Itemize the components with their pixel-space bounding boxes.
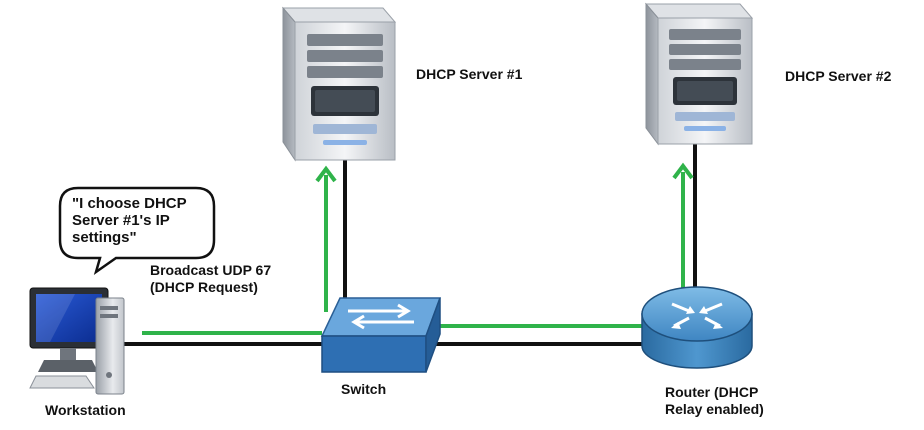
speech-bubble-line-1: "I choose DHCP xyxy=(72,195,187,212)
label-dhcp-server-1: DHCP Server #1 xyxy=(416,66,523,82)
router-icon xyxy=(641,286,753,369)
speech-bubble xyxy=(58,186,216,276)
speech-bubble-line-2: Server #1's IP xyxy=(72,212,170,229)
label-router-line-1: Router (DHCP xyxy=(665,384,759,400)
workstation-icon xyxy=(29,287,125,395)
dhcp-request-flow xyxy=(142,162,694,335)
arrowhead-server2 xyxy=(672,162,694,180)
label-router: Router (DHCP Relay enabled) xyxy=(665,384,764,418)
switch-icon xyxy=(320,297,442,373)
label-broadcast: Broadcast UDP 67 (DHCP Request) xyxy=(150,262,271,296)
speech-bubble-line-3: settings" xyxy=(72,229,137,246)
label-router-line-2: Relay enabled) xyxy=(665,401,764,417)
label-workstation: Workstation xyxy=(45,402,126,418)
speech-bubble-text: "I choose DHCP Server #1's IP settings" xyxy=(72,195,187,246)
label-switch: Switch xyxy=(341,381,387,397)
label-broadcast-line-1: Broadcast UDP 67 xyxy=(150,262,272,278)
dhcp-server-1-icon xyxy=(281,6,397,162)
arrowhead-server1 xyxy=(315,165,337,183)
label-dhcp-server-2: DHCP Server #2 xyxy=(785,68,892,84)
dhcp-server-2-icon xyxy=(644,2,754,146)
label-broadcast-line-2: (DHCP Request) xyxy=(150,279,258,295)
network-links xyxy=(123,132,697,346)
